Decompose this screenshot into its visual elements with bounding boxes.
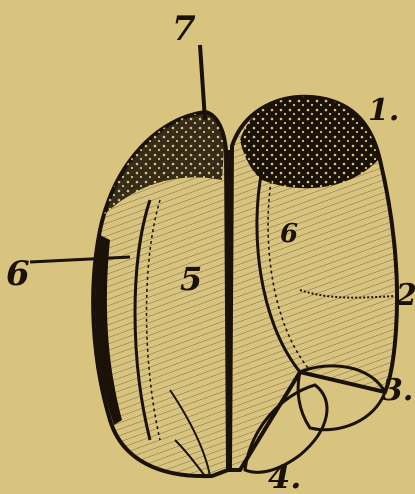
label-7: 7 <box>172 9 196 49</box>
label-4: 4. <box>268 458 301 494</box>
label-5: 5 <box>180 260 202 298</box>
label-2: 2 <box>395 278 415 313</box>
leader-line-7 <box>200 45 205 120</box>
label-3: 3. <box>382 373 413 408</box>
left-claw <box>93 112 228 476</box>
label-6-inner: 6 <box>280 219 298 249</box>
label-6: 6 <box>6 254 30 294</box>
label-1: 1. <box>368 93 399 128</box>
right-claw <box>230 97 397 470</box>
cleft-line <box>228 150 230 472</box>
